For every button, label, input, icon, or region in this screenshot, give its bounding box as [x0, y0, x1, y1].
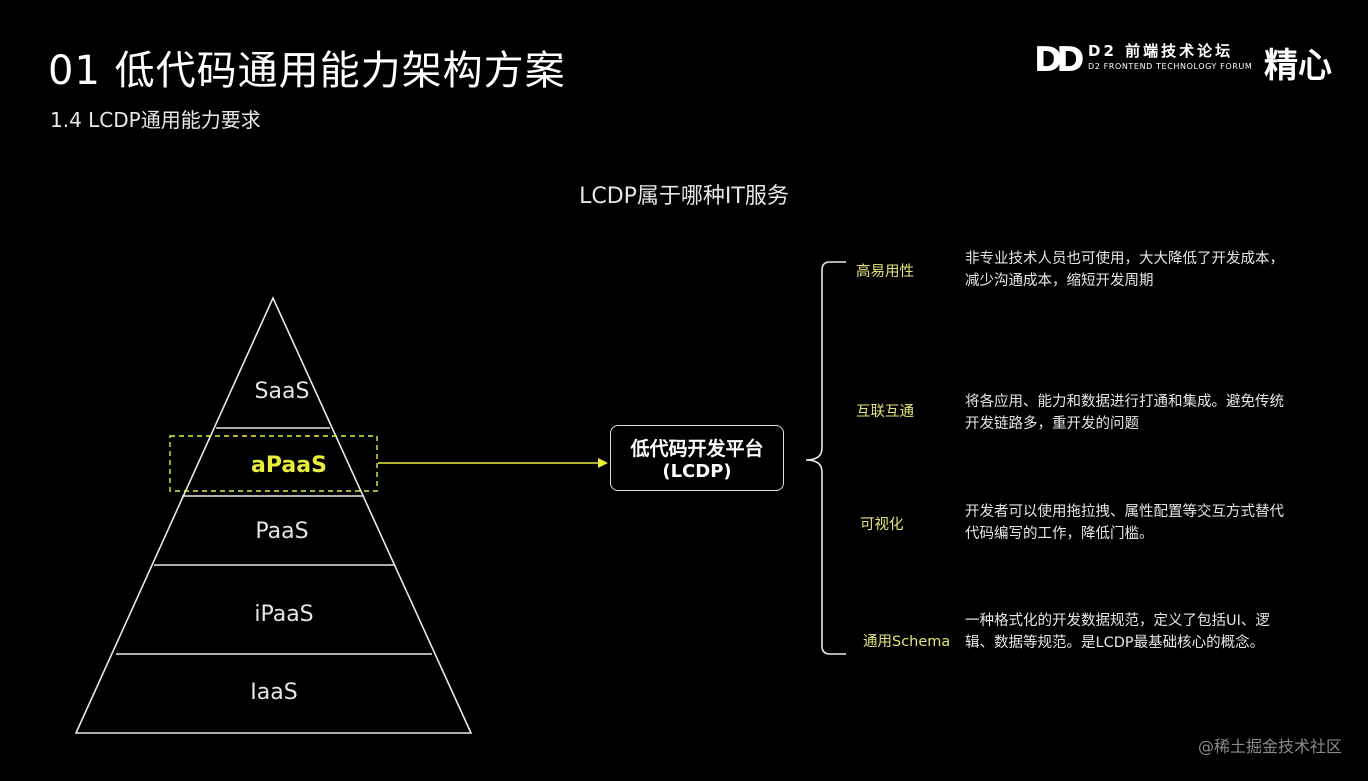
d2-logo-mark: DD [1034, 40, 1085, 80]
feature-visual-desc: 开发者可以使用拖拉拽、属性配置等交互方式替代代码编写的工作，降低门槛。 [965, 504, 1284, 542]
lcdp-name: 低代码开发平台 [630, 438, 764, 460]
feature-schema-desc: 一种格式化的开发数据规范，定义了包括UI、逻辑、数据等规范。是LCDP最基础核心… [965, 613, 1270, 651]
page-title: 01 低代码通用能力架构方案 [48, 48, 566, 94]
feature-usability-desc: 非专业技术人员也可使用，大大降低了开发成本，减少沟通成本，缩短开发周期 [965, 251, 1284, 289]
watermark: @稀土掘金技术社区 [1197, 737, 1342, 756]
feature-visual: 可视化 [860, 517, 904, 533]
forum-name-cn: D2 前端技术论坛 [1088, 42, 1234, 60]
diagram-heading: LCDP属于哪种IT服务 [579, 184, 789, 209]
brand-logo: 精心 [1264, 46, 1332, 86]
lcdp-abbr: (LCDP) [662, 461, 732, 482]
feature-usability: 高易用性 [856, 264, 914, 280]
feature-interconnect-desc: 将各应用、能力和数据进行打通和集成。避免传统开发链路多，重开发的问题 [965, 394, 1284, 432]
layer-paas: PaaS [255, 519, 308, 544]
pyramid-outline [74, 296, 473, 734]
page-subtitle: 1.4 LCDP通用能力要求 [50, 108, 261, 132]
layer-iaas: IaaS [250, 680, 297, 705]
layer-saas: SaaS [255, 379, 310, 404]
layer-ipaas: iPaaS [254, 602, 313, 627]
forum-logo: DD D2 前端技术论坛 D2 FRONTEND TECHNOLOGY FORU… [1034, 38, 1344, 88]
apaas-highlight-box [169, 435, 378, 492]
forum-name-en: D2 FRONTEND TECHNOLOGY FORUM [1088, 62, 1253, 71]
feature-brace [805, 261, 846, 655]
feature-schema: 通用Schema [863, 634, 951, 650]
feature-interconnect: 互联互通 [856, 404, 914, 420]
lcdp-platform-box: 低代码开发平台 (LCDP) [610, 425, 784, 491]
layer-apaas: aPaaS [251, 453, 327, 478]
connector-arrow-head [598, 458, 608, 468]
